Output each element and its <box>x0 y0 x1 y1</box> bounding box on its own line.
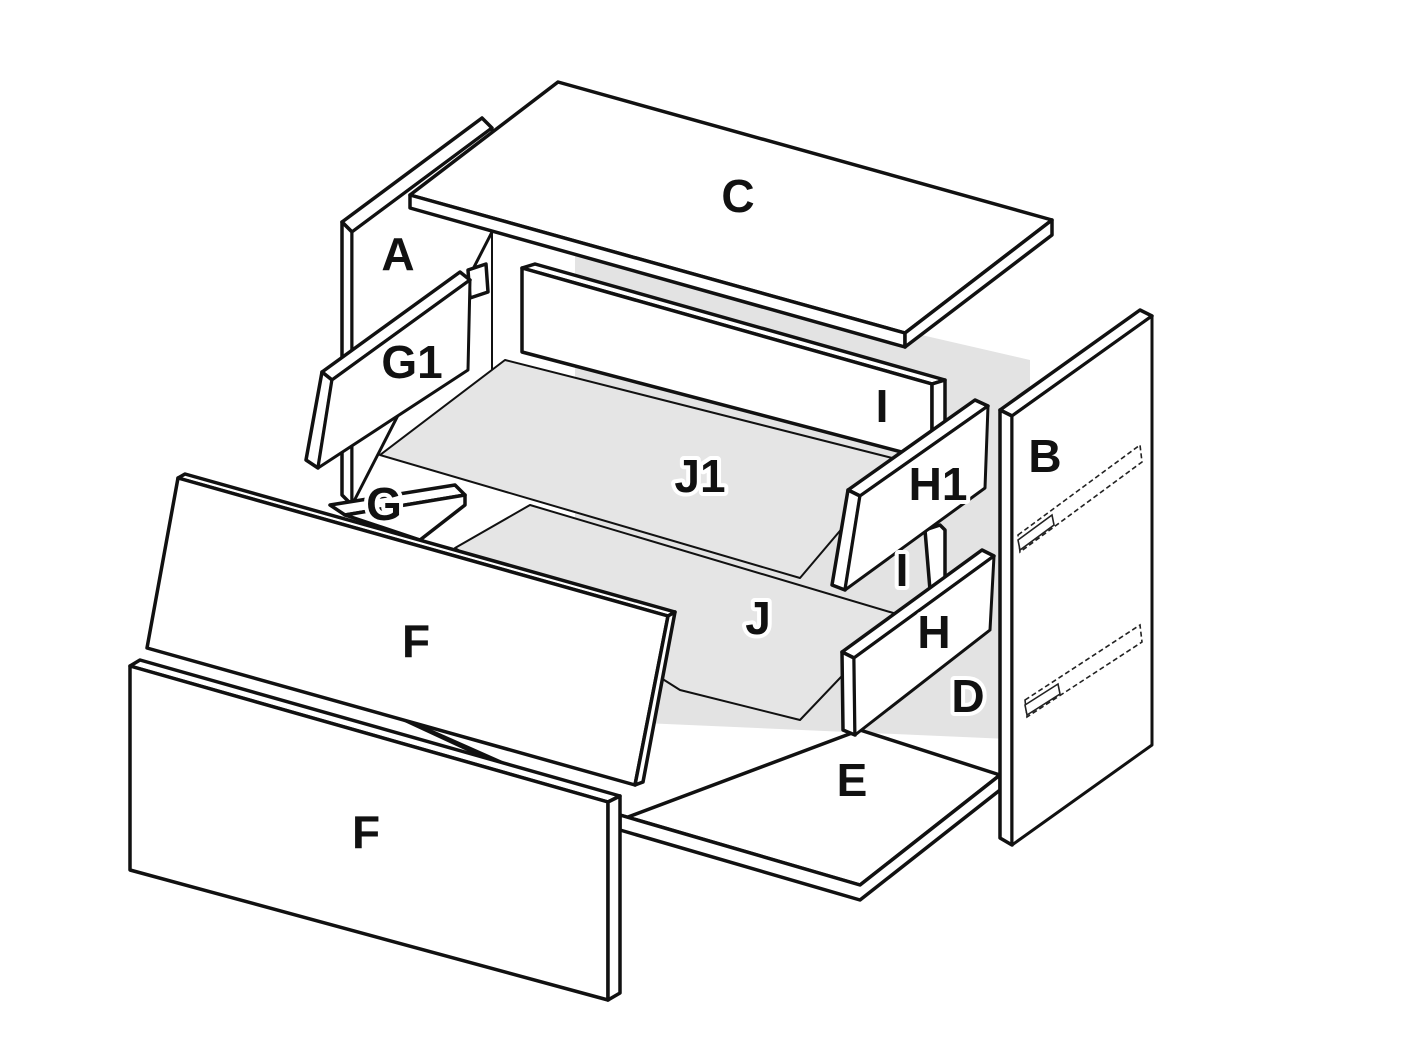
drawer-side-g1 <box>304 270 472 470</box>
top-panel-c <box>408 80 1054 349</box>
label-g: G <box>366 478 402 530</box>
drawer-rail-lower <box>1024 623 1143 719</box>
label-j: J <box>745 592 771 644</box>
label-e: E <box>837 754 868 806</box>
drawer-side-h <box>840 548 996 737</box>
drawer-side-h1 <box>830 398 990 592</box>
divider-i-bottom <box>923 523 947 592</box>
label-i-bottom: I <box>896 544 909 596</box>
drawer-rail-upper <box>1017 443 1143 554</box>
label-f-lower: F <box>352 806 380 858</box>
label-g1: G1 <box>381 336 442 388</box>
label-f-upper: F <box>402 615 430 667</box>
divider-i-top <box>520 262 947 462</box>
label-d: D <box>951 670 984 722</box>
drawer-front-f-lower <box>128 658 622 1002</box>
label-j1: J1 <box>674 450 725 502</box>
label-a: A <box>381 228 414 280</box>
side-panel-b <box>998 308 1154 847</box>
label-h: H <box>917 606 950 658</box>
drawer-front-f-upper <box>145 472 677 787</box>
label-i-top: I <box>876 380 889 432</box>
label-b: B <box>1028 430 1061 482</box>
label-h1: H1 <box>909 458 968 510</box>
label-c: C <box>721 170 754 222</box>
